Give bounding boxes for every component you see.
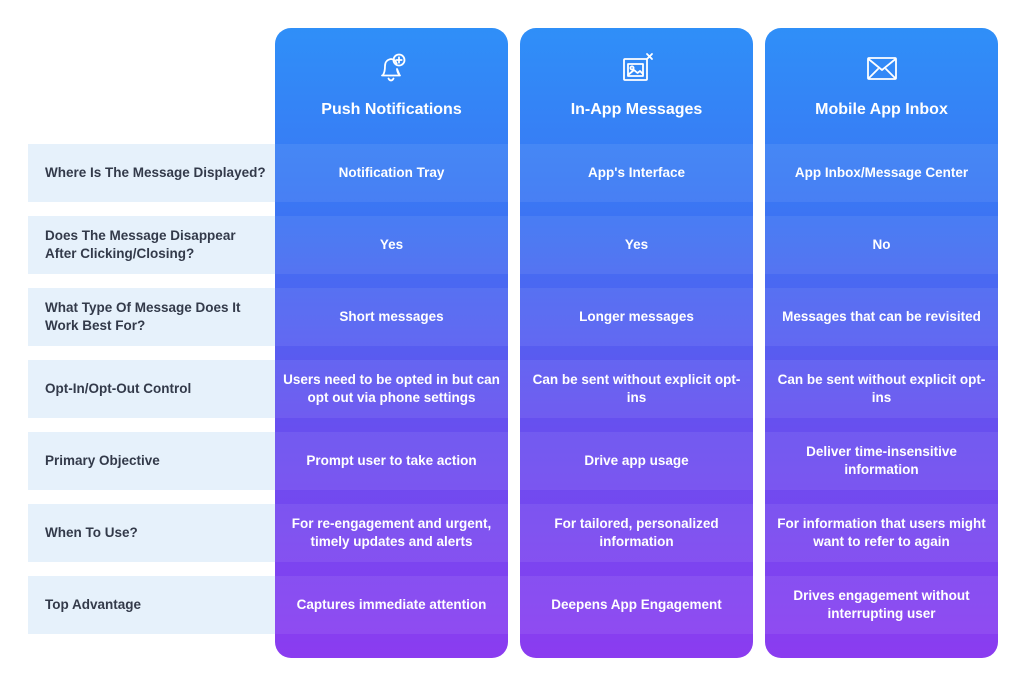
row-label: What Type Of Message Does It Work Best F… [28,288,318,346]
row-label-text: Top Advantage [45,597,142,612]
row-label: Top Advantage [28,576,318,634]
image-close-icon [622,53,653,81]
cell-text: Drives engagement without interrupting u… [793,588,970,621]
column-title: In-App Messages [570,101,703,118]
cell-text: App Inbox/Message Center [794,165,969,180]
cell: Drives engagement without interrupting u… [765,576,998,634]
cell-text: Can be sent without explicit opt-ins [532,372,741,405]
cell: Drive app usage [520,432,753,490]
column-header: Mobile App Inbox [765,28,998,144]
cell-text: Can be sent without explicit opt-ins [777,372,986,405]
cell: Longer messages [520,288,753,346]
row-label: Opt-In/Opt-Out Control [28,360,318,418]
cell: App's Interface [520,144,753,202]
cell-text: Yes [624,237,649,252]
column-push-notifications: Push Notifications Notification Tray Yes… [275,28,508,658]
cell-text: Notification Tray [338,165,445,180]
column-in-app-messages: In-App Messages App's Interface Yes Long… [520,28,753,658]
cell: Deepens App Engagement [520,576,753,634]
cell: Notification Tray [275,144,508,202]
column-title: Push Notifications [321,101,462,118]
cell-text: Users need to be opted in but can opt ou… [283,372,500,405]
cell: Messages that can be revisited [765,288,998,346]
cell: Prompt user to take action [275,432,508,490]
cell: Can be sent without explicit opt-ins [520,360,753,418]
column-header: In-App Messages [520,28,753,144]
row-label: Does The Message Disappear After Clickin… [28,216,318,274]
column-header: Push Notifications [275,28,508,144]
row-label-text: When To Use? [45,525,138,540]
cell-text: For tailored, personalized information [554,516,719,549]
cell-text: Short messages [339,309,444,324]
cell-text: Prompt user to take action [306,453,477,468]
cell: Deliver time-insensitive information [765,432,998,490]
cell-text: No [872,237,891,252]
cell: Can be sent without explicit opt-ins [765,360,998,418]
row-label-text: Does The Message Disappear After Clickin… [45,228,236,261]
cell: For re-engagement and urgent, timely upd… [275,504,508,562]
cell-text: Longer messages [579,309,694,324]
row-label-text: Primary Objective [45,453,160,468]
cell-text: For re-engagement and urgent, timely upd… [291,516,492,549]
cell: Short messages [275,288,508,346]
row-label-text: Opt-In/Opt-Out Control [45,381,192,396]
column-mobile-app-inbox: Mobile App Inbox App Inbox/Message Cente… [765,28,998,658]
cell: Yes [275,216,508,274]
bell-plus-icon [380,53,405,82]
cell-text: Deepens App Engagement [551,597,722,612]
cell-text: Drive app usage [584,453,689,468]
cell-text: For information that users might want to… [777,516,986,549]
cell: For tailored, personalized information [520,504,753,562]
column-title: Mobile App Inbox [815,101,948,118]
cell: For information that users might want to… [765,504,998,562]
cell: Yes [520,216,753,274]
row-label-text: What Type Of Message Does It Work Best F… [45,300,241,333]
cell: Users need to be opted in but can opt ou… [275,360,508,418]
cell-text: Yes [379,237,404,252]
row-label: Where Is The Message Displayed? [28,144,318,202]
cell-text: Deliver time-insensitive information [806,444,957,477]
cell-text: App's Interface [588,165,685,180]
cell-text: Captures immediate attention [296,597,487,612]
cell: No [765,216,998,274]
row-label-text: Where Is The Message Displayed? [45,165,266,180]
cell: App Inbox/Message Center [765,144,998,202]
row-label: Primary Objective [28,432,318,490]
cell-text: Messages that can be revisited [782,309,981,324]
cell: Captures immediate attention [275,576,508,634]
row-label: When To Use? [28,504,318,562]
envelope-icon [866,57,897,80]
